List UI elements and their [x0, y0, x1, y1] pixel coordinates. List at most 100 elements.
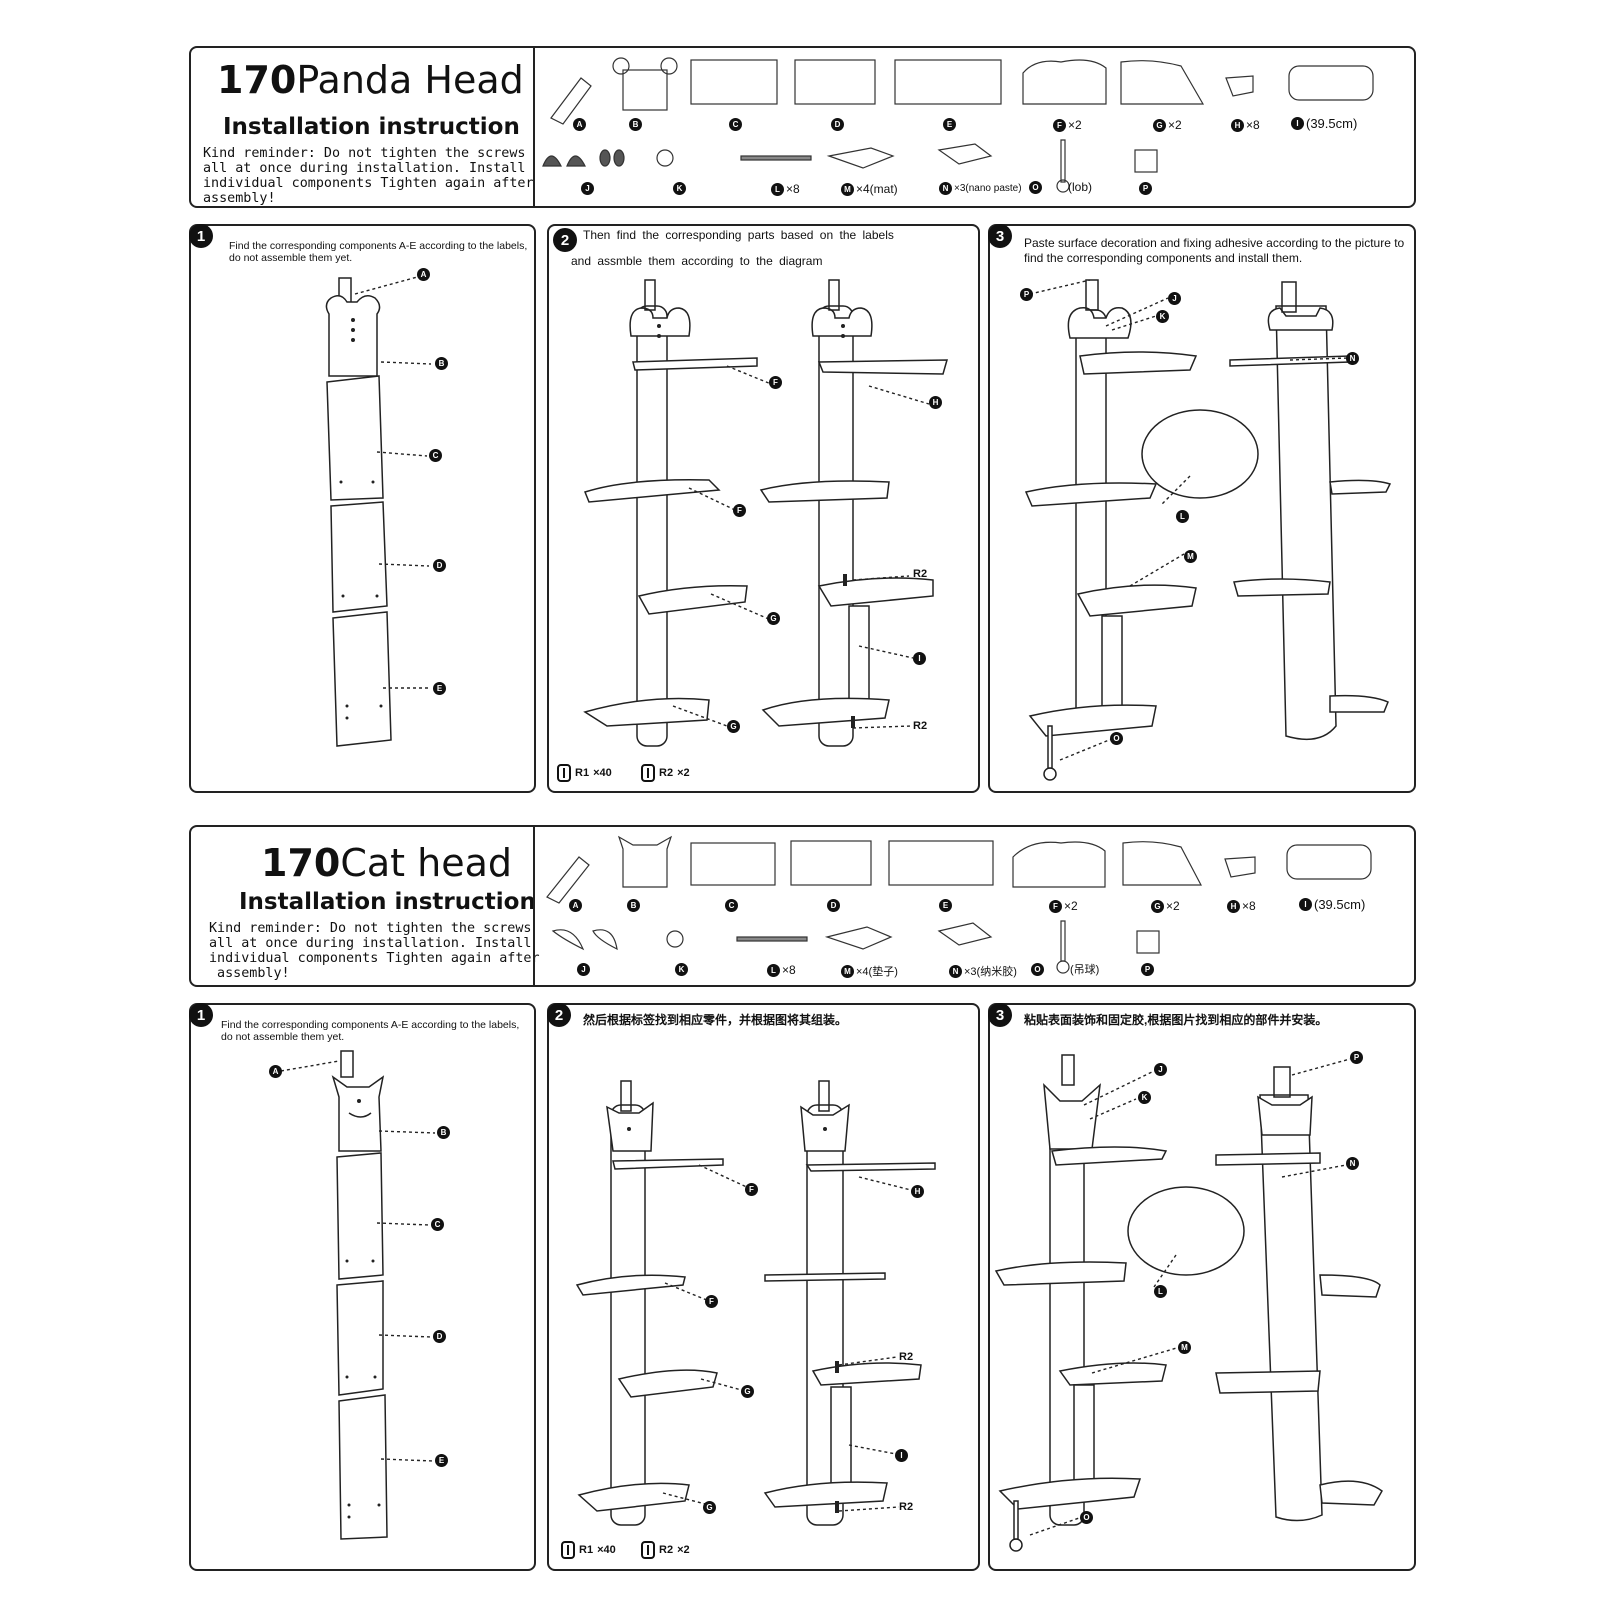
- cat-step2-figure: [575, 1080, 936, 1526]
- panda-step3-figure: [1024, 279, 1392, 781]
- panda-screw-R2: R2×2: [641, 764, 690, 782]
- panda-header-box: 170Panda Head Installation instruction K…: [189, 46, 1416, 208]
- cat-part-K-label: K: [675, 963, 688, 976]
- cat-step2-label-I: I: [895, 1449, 908, 1462]
- cat-subtitle: Installation instruction: [239, 889, 536, 915]
- cat-step1-text: Find the corresponding components A-E ac…: [221, 1019, 520, 1043]
- panda-title: 170Panda Head: [217, 58, 524, 102]
- panda-part-M-label: M×4(mat): [841, 182, 898, 196]
- cat-part-J-label: J: [577, 963, 590, 976]
- panda-screw-R1: R1×40: [557, 764, 612, 782]
- cat-step1-label-A: A: [269, 1065, 282, 1078]
- panda-part-P-label: P: [1139, 182, 1152, 195]
- panda-step1-label-B: B: [435, 357, 448, 370]
- cat-step1-figure: [280, 1050, 436, 1540]
- panda-step1-label-A: A: [417, 268, 430, 281]
- panda-step2-label-I: I: [913, 652, 926, 665]
- panda-part-F-label: F×2: [1053, 118, 1082, 132]
- panda-step1-label-D: D: [433, 559, 446, 572]
- cat-step1-label-C: C: [431, 1218, 444, 1231]
- cat-step1-label-E: E: [435, 1454, 448, 1467]
- cat-part-G-label: G×2: [1151, 899, 1180, 913]
- cat-step3-label-M: M: [1178, 1341, 1191, 1354]
- panda-part-J-label: J: [581, 182, 594, 195]
- cat-step2-label-R2-bottom: R2: [899, 1501, 914, 1513]
- panda-step2-label-R2-top: R2: [913, 568, 928, 580]
- panda-subtitle: Installation instruction: [223, 114, 520, 140]
- panda-header-divider: [533, 48, 535, 206]
- cat-reminder: Kind reminder: Do not tighten the screws…: [209, 921, 540, 981]
- panda-part-D-label: D: [831, 118, 844, 131]
- panda-step2-label-G2: G: [727, 720, 740, 733]
- panda-part-K-label: K: [673, 182, 686, 195]
- cat-part-C-label: C: [725, 899, 738, 912]
- cat-step2-label-F1: F: [745, 1183, 758, 1196]
- cat-step2-label-F2: F: [705, 1295, 718, 1308]
- cat-step1-label-D: D: [433, 1330, 446, 1343]
- panda-step2-label-F1: F: [769, 376, 782, 389]
- panda-step2-number: 2: [553, 228, 577, 252]
- panda-part-B-label: B: [629, 118, 642, 131]
- cat-step2-label-H: H: [911, 1185, 924, 1198]
- cat-step3-label-N: N: [1346, 1157, 1359, 1170]
- cat-step2-label-G2: G: [703, 1501, 716, 1514]
- panda-step1-box: 1 Find the corresponding components A-E …: [189, 224, 536, 793]
- cat-part-M-label: M×4(垫子): [841, 963, 898, 979]
- cat-step1-number: 1: [189, 1003, 213, 1027]
- cat-part-B-label: B: [627, 899, 640, 912]
- cat-part-D-label: D: [827, 899, 840, 912]
- panda-step3-label-N: N: [1346, 352, 1359, 365]
- cat-part-A-label: A: [569, 899, 582, 912]
- panda-step2-label-G1: G: [767, 612, 780, 625]
- panda-part-O-label: O(lob): [1029, 180, 1092, 194]
- panda-part-G-label: G×2: [1153, 118, 1182, 132]
- panda-step2-figure: [583, 279, 948, 747]
- cat-step1-box: 1 Find the corresponding components A-E …: [189, 1003, 536, 1571]
- panda-step3-label-O: O: [1110, 732, 1123, 745]
- panda-reminder: Kind reminder: Do not tighten the screws…: [203, 146, 534, 206]
- cat-screw-R1: R1×40: [561, 1541, 616, 1559]
- panda-part-I-label: I(39.5cm): [1291, 116, 1357, 131]
- cat-part-O-label: O(吊球): [1031, 961, 1099, 977]
- cat-step3-label-J: J: [1154, 1063, 1167, 1076]
- cat-step3-label-K: K: [1138, 1091, 1151, 1104]
- cat-step2-box: 2 然后根据标签找到相应零件，并根据图将其组装。: [547, 1003, 980, 1571]
- panda-step3-box: 3 Paste surface decoration and fixing ad…: [988, 224, 1416, 793]
- cat-step2-label-G1: G: [741, 1385, 754, 1398]
- cat-title: 170Cat head: [261, 841, 512, 885]
- cat-step3-figure: [994, 1054, 1383, 1552]
- cat-step3-label-P: P: [1350, 1051, 1363, 1064]
- panda-step2-text: Then find the corresponding parts based …: [571, 228, 894, 268]
- panda-step3-label-L: L: [1176, 510, 1189, 523]
- cat-step3-label-O: O: [1080, 1511, 1093, 1524]
- cat-step3-label-L: L: [1154, 1285, 1167, 1298]
- cat-parts-drawings: [546, 835, 1372, 974]
- panda-step1-label-E: E: [433, 682, 446, 695]
- cat-step2-number: 2: [547, 1003, 571, 1027]
- panda-step2-label-R2-bottom: R2: [913, 720, 928, 732]
- panda-step3-number: 3: [988, 224, 1012, 248]
- panda-part-E-label: E: [943, 118, 956, 131]
- panda-step3-label-P: P: [1020, 288, 1033, 301]
- panda-step2-label-F2: F: [733, 504, 746, 517]
- panda-part-N-label: N×3(nano paste): [939, 182, 1022, 195]
- cat-part-E-label: E: [939, 899, 952, 912]
- panda-step3-text: Paste surface decoration and fixing adhe…: [1024, 236, 1405, 265]
- panda-part-H-label: H×8: [1231, 118, 1260, 132]
- cat-header-divider: [533, 827, 535, 985]
- panda-step1-figure: [325, 275, 432, 747]
- cat-step3-number: 3: [988, 1003, 1012, 1027]
- cat-part-P-label: P: [1141, 963, 1154, 976]
- panda-step1-number: 1: [189, 224, 213, 248]
- panda-step2-box: 2 Then find the corresponding parts base…: [547, 224, 980, 793]
- cat-part-N-label: N×3(纳米胶): [949, 963, 1017, 979]
- cat-step1-label-B: B: [437, 1126, 450, 1139]
- panda-part-A-label: A: [573, 118, 586, 131]
- panda-part-L-label: L×8: [771, 182, 800, 196]
- cat-screw-R2: R2×2: [641, 1541, 690, 1559]
- panda-step3-label-M: M: [1184, 550, 1197, 563]
- cat-part-F-label: F×2: [1049, 899, 1078, 913]
- panda-step3-label-K: K: [1156, 310, 1169, 323]
- panda-parts-drawings: [542, 57, 1374, 193]
- panda-step1-label-C: C: [429, 449, 442, 462]
